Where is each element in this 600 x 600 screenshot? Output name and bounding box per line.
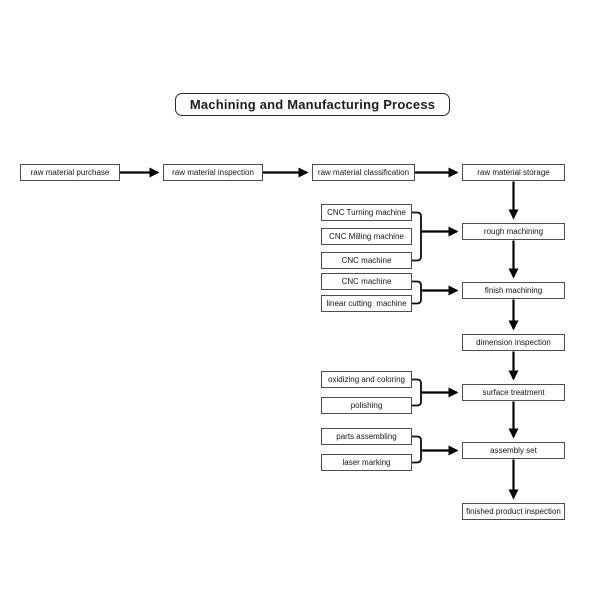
- node-parts-assembling: parts assembling: [321, 428, 412, 445]
- node-cnc-turning-machine: CNC Turning machine: [321, 204, 412, 221]
- bracket-surface-treatment-group: [412, 378, 422, 407]
- node-oxidizing-and-coloring: oxidizing and coloring: [321, 371, 412, 388]
- bracket-rough-machining-group: [412, 211, 422, 262]
- node-raw-material-purchase: raw material purchase: [20, 164, 120, 181]
- node-cnc-milling-machine: CNC Milling machine: [321, 228, 412, 245]
- node-linear-cutting-machine: linear cutting machine: [321, 295, 412, 312]
- node-raw-material-classification: raw material classification: [312, 164, 415, 181]
- node-surface-treatment: surface treatment: [462, 384, 565, 401]
- node-laser-marking: laser marking: [321, 454, 412, 471]
- node-raw-material-inspection: raw material inspection: [163, 164, 263, 181]
- node-dimension-inspection: dimension inspection: [462, 334, 565, 351]
- node-cnc-machine-2: CNC machine: [321, 273, 412, 290]
- diagram-title: Machining and Manufacturing Process: [175, 93, 450, 116]
- bracket-finish-machining-group: [412, 280, 422, 305]
- node-finished-product-inspection: finished product inspection: [462, 503, 565, 520]
- node-polishing: polishing: [321, 397, 412, 414]
- node-assembly-set: assembly set: [462, 442, 565, 459]
- node-finish-machining: finish machining: [462, 282, 565, 299]
- node-raw-material-storage: raw material storage: [462, 164, 565, 181]
- node-cnc-machine-1: CNC machine: [321, 252, 412, 269]
- node-rough-machining: rough machining: [462, 223, 565, 240]
- bracket-assembly-set-group: [412, 435, 422, 464]
